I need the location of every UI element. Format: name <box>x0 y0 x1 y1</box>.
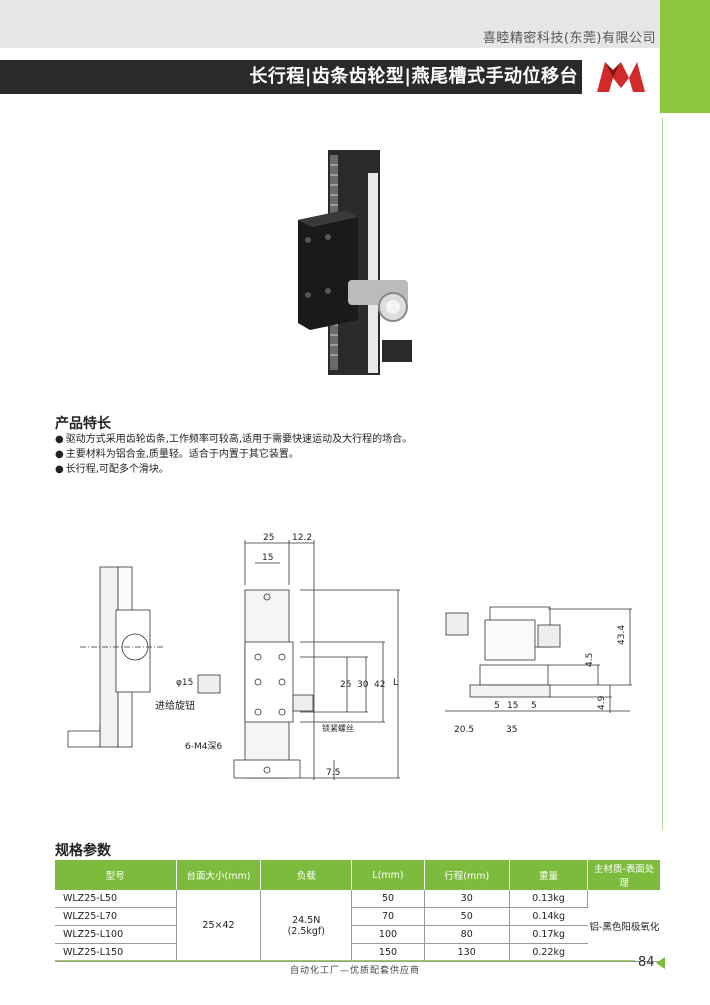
title-bar <box>0 60 582 94</box>
material-cell: 铝-黑色阳极氧化 <box>587 890 661 962</box>
weight-cell: 0.17kg <box>509 925 588 944</box>
feature-item: 驱动方式采用齿轮齿条,工作频率可较高,适用于需要快速运动及大行程的场合。 <box>55 432 412 447</box>
model-cell: WLZ25-L70 <box>55 907 177 926</box>
dim-4-9: 4.9 <box>597 695 607 710</box>
dim-43-4: 43.4 <box>617 625 627 645</box>
feature-item: 主要材料为铝合金,质量轻。适合于内置于其它装置。 <box>55 447 412 462</box>
stroke-cell: 130 <box>424 943 510 962</box>
header-stroke: 行程(mm) <box>424 860 510 890</box>
specs-title: 规格参数 <box>55 843 111 859</box>
red-m-logo-icon <box>597 62 645 92</box>
header-material: 主材质-表面处理 <box>587 860 661 890</box>
spec-table: 型号 台面大小(mm) 负载 L(mm) 行程(mm) 重量 主材质-表面处理 … <box>55 860 661 962</box>
dim-L: L <box>393 678 398 688</box>
dim-7-5: 7.5 <box>326 768 340 778</box>
page-title: 长行程|齿条齿轮型|燕尾槽式手动位移台 <box>249 66 578 87</box>
features-list: 驱动方式采用齿轮齿条,工作频率可较高,适用于需要快速运动及大行程的场合。 主要材… <box>55 432 412 477</box>
features-title: 产品特长 <box>55 416 111 432</box>
dim-4-5: 4.5 <box>585 653 595 667</box>
end-view <box>445 606 632 713</box>
dim-25-vertical: 25 <box>340 680 351 690</box>
page-arrow-icon <box>656 957 665 969</box>
table-header-row: 型号 台面大小(mm) 负载 L(mm) 行程(mm) 重量 主材质-表面处理 <box>55 860 661 890</box>
footer-slogan: 自动化工厂—优质配套供应商 <box>289 966 420 976</box>
load-line-2: (2.5kgf) <box>287 925 325 937</box>
technical-drawing: 进给旋钮 25 12.2 15 25 30 42 L 7.5 φ15 锁紧螺丝 … <box>67 533 632 780</box>
header-L: L(mm) <box>351 860 425 890</box>
model-cell: WLZ25-L50 <box>55 890 177 908</box>
company-name: 喜睦精密科技(东莞)有限公司 <box>482 31 656 46</box>
dim-20-5: 20.5 <box>454 725 474 735</box>
table-row: WLZ25-L150 150 130 0.22kg <box>55 943 661 962</box>
label-feed-knob: 进给旋钮 <box>155 699 195 712</box>
weight-cell: 0.22kg <box>509 943 588 962</box>
L-cell: 100 <box>351 925 425 944</box>
label-lock-screw: 锁紧螺丝 <box>322 723 354 733</box>
front-view <box>197 540 400 780</box>
load-line-1: 24.5N <box>292 914 321 926</box>
page-number: 84 <box>638 955 655 970</box>
load-cell: 24.5N (2.5kgf) <box>260 890 353 962</box>
dim-12-2: 12.2 <box>292 533 312 543</box>
table-row: WLZ25-L100 100 80 0.17kg <box>55 925 661 944</box>
stroke-cell: 50 <box>424 907 510 926</box>
table-size-cell: 25×42 <box>176 890 262 962</box>
dim-35: 35 <box>506 725 517 735</box>
stroke-cell: 30 <box>424 890 510 908</box>
dim-phi15: φ15 <box>176 678 193 688</box>
dim-42: 42 <box>374 680 385 690</box>
footer-divider <box>55 960 635 961</box>
table-row: WLZ25-L70 70 50 0.14kg <box>55 907 661 926</box>
stroke-cell: 80 <box>424 925 510 944</box>
header-bar <box>0 0 660 48</box>
weight-cell: 0.14kg <box>509 907 588 926</box>
header-weight: 重量 <box>509 860 589 890</box>
L-cell: 50 <box>351 890 425 908</box>
page-border-line <box>662 118 663 830</box>
weight-cell: 0.13kg <box>509 890 589 908</box>
dim-25: 25 <box>263 533 274 543</box>
side-view <box>67 566 165 748</box>
dim-15: 15 <box>262 553 273 563</box>
dim-5-b: 5 <box>531 701 537 711</box>
model-cell: WLZ25-L100 <box>55 925 177 944</box>
label-holes: 6-M4深6 <box>185 741 222 752</box>
header-load: 负载 <box>260 860 353 890</box>
product-photo <box>298 150 412 375</box>
L-cell: 70 <box>351 907 425 926</box>
model-cell: WLZ25-L150 <box>55 943 177 962</box>
header-model: 型号 <box>55 860 177 890</box>
dim-30: 30 <box>357 680 369 690</box>
dim-5-a: 5 <box>494 701 500 711</box>
dim-15-b: 15 <box>507 701 518 711</box>
page-color-tab <box>660 0 710 113</box>
feature-item: 长行程,可配多个滑块。 <box>55 462 412 477</box>
L-cell: 150 <box>351 943 425 962</box>
table-row: WLZ25-L50 25×42 24.5N (2.5kgf) 50 30 0.1… <box>55 890 661 962</box>
header-table-size: 台面大小(mm) <box>176 860 262 890</box>
